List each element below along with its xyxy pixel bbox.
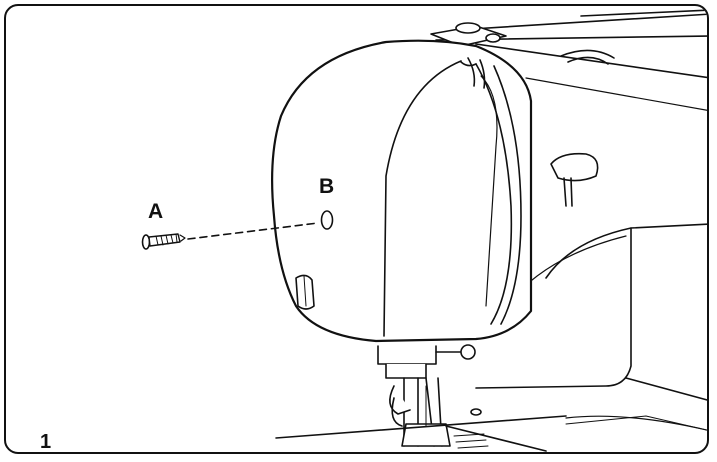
label-hole: B [319, 175, 335, 198]
needle-assembly [377, 344, 476, 447]
machine-arm [430, 9, 707, 207]
screw-hole [320, 210, 334, 230]
needle-plate [275, 408, 707, 452]
instruction-figure-frame: A B 1 [4, 4, 709, 454]
face-plate [271, 39, 533, 343]
sewing-machine-illustration [141, 9, 707, 452]
screw-icon [141, 233, 186, 250]
step-number: 1 [40, 431, 52, 453]
label-screw: A [148, 200, 164, 223]
alignment-dashed-line [187, 222, 319, 240]
